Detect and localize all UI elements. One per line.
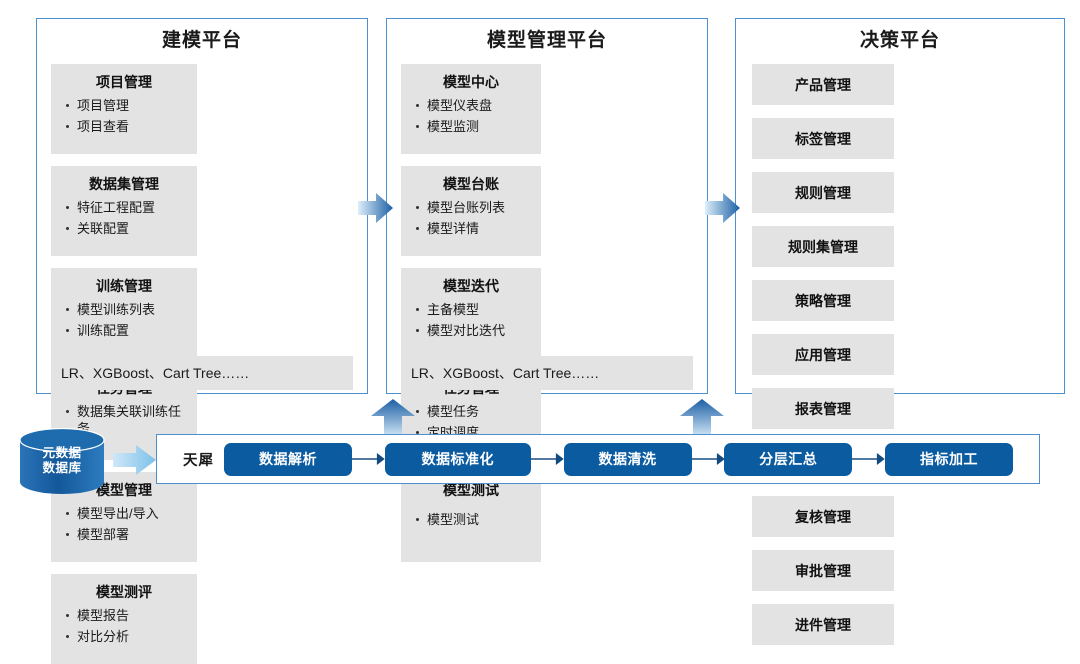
card-model-iteration[interactable]: 模型迭代 主备模型 模型对比迭代 bbox=[401, 268, 541, 358]
list-item[interactable]: 模型部署 bbox=[66, 526, 189, 543]
list-item[interactable]: 模型台账列表 bbox=[416, 199, 533, 216]
card-item-list: 模型报告 对比分析 bbox=[59, 607, 189, 645]
list-item[interactable]: 项目管理 bbox=[66, 97, 189, 114]
card-training-management[interactable]: 训练管理 模型训练列表 训练配置 bbox=[51, 268, 197, 358]
list-item[interactable]: 训练配置 bbox=[66, 322, 189, 339]
module-button-label-management[interactable]: 标签管理 bbox=[752, 118, 894, 159]
arrow-right-icon-connector bbox=[852, 453, 885, 465]
pipeline-connector bbox=[352, 443, 385, 476]
card-model-test[interactable]: 模型测试 模型测试 bbox=[401, 472, 541, 562]
card-title: 训练管理 bbox=[96, 278, 152, 294]
card-model-center[interactable]: 模型中心 模型仪表盘 模型监测 bbox=[401, 64, 541, 154]
list-item[interactable]: 模型报告 bbox=[66, 607, 189, 624]
card-title: 模型台账 bbox=[443, 176, 499, 192]
algorithm-bar: LR、XGBoost、Cart Tree…… bbox=[51, 356, 353, 390]
panel-model-management-platform: 模型管理平台 模型中心 模型仪表盘 模型监测 模型台账 模型台账列表 模型详情 … bbox=[386, 18, 708, 562]
module-button-product-management[interactable]: 产品管理 bbox=[752, 64, 894, 105]
list-item[interactable]: 模型测试 bbox=[416, 511, 533, 528]
module-button-rule-management[interactable]: 规则管理 bbox=[752, 172, 894, 213]
card-project-management[interactable]: 项目管理 项目管理 项目查看 bbox=[51, 64, 197, 154]
card-title: 模型中心 bbox=[443, 74, 499, 90]
module-button-ruleset-management[interactable]: 规则集管理 bbox=[752, 226, 894, 267]
card-item-list: 特征工程配置 关联配置 bbox=[59, 199, 189, 237]
list-item[interactable]: 主备模型 bbox=[416, 301, 533, 318]
list-item[interactable]: 特征工程配置 bbox=[66, 199, 189, 216]
arrow-right-icon-database-to-pipeline bbox=[113, 445, 156, 475]
module-button-application-management[interactable]: 应用管理 bbox=[752, 334, 894, 375]
panel-modeling-platform: 建模平台 项目管理 项目管理 项目查看 数据集管理 特征工程配置 关联配置 训练… bbox=[36, 18, 368, 664]
diagram-canvas: 建模平台 项目管理 项目管理 项目查看 数据集管理 特征工程配置 关联配置 训练… bbox=[16, 18, 1065, 664]
arrow-up-icon-pipeline-to-management bbox=[680, 399, 724, 439]
card-item-list: 项目管理 项目查看 bbox=[59, 97, 189, 135]
list-item[interactable]: 模型仪表盘 bbox=[416, 97, 533, 114]
panel-title: 模型管理平台 bbox=[486, 30, 607, 51]
pipeline-label: 天犀 bbox=[183, 452, 214, 469]
card-dataset-management[interactable]: 数据集管理 特征工程配置 关联配置 bbox=[51, 166, 197, 256]
pipeline-step-metric-processing[interactable]: 指标加工 bbox=[885, 442, 1013, 476]
module-button-strategy-management[interactable]: 策略管理 bbox=[752, 280, 894, 321]
panel-title: 建模平台 bbox=[161, 30, 242, 51]
module-button-review-management[interactable]: 复核管理 bbox=[752, 496, 894, 537]
list-item[interactable]: 模型导出/导入 bbox=[66, 505, 189, 522]
list-item[interactable]: 关联配置 bbox=[66, 220, 189, 237]
module-button-report-management[interactable]: 报表管理 bbox=[752, 388, 894, 429]
list-item[interactable]: 模型训练列表 bbox=[66, 301, 189, 318]
card-grid: 模型中心 模型仪表盘 模型监测 模型台账 模型台账列表 模型详情 模型迭代 主备… bbox=[387, 64, 707, 562]
list-item[interactable]: 模型对比迭代 bbox=[416, 322, 533, 339]
arrow-right-icon-modeling-to-management bbox=[358, 193, 393, 223]
arrow-up-icon-pipeline-to-modeling bbox=[371, 399, 415, 439]
panel-title: 决策平台 bbox=[859, 30, 940, 51]
card-item-list: 主备模型 模型对比迭代 bbox=[409, 301, 533, 339]
arrow-right-icon-connector bbox=[530, 453, 564, 465]
card-item-list: 模型台账列表 模型详情 bbox=[409, 199, 533, 237]
panel-decision-platform: 决策平台 产品管理 标签管理 规则管理 规则集管理 策略管理 应用管理 报表管理… bbox=[735, 18, 1065, 645]
card-item-list: 模型训练列表 训练配置 bbox=[59, 301, 189, 339]
list-item[interactable]: 模型任务 bbox=[416, 403, 533, 420]
card-title: 模型测试 bbox=[443, 482, 499, 498]
pipeline-connector bbox=[530, 443, 564, 476]
arrow-right-icon-connector bbox=[352, 453, 385, 465]
card-title: 数据集管理 bbox=[89, 176, 159, 192]
list-item[interactable]: 对比分析 bbox=[66, 628, 189, 645]
list-item[interactable]: 模型监测 bbox=[416, 118, 533, 135]
arrow-right-icon-connector bbox=[691, 453, 725, 465]
metadata-database[interactable]: 元数据 数据库 bbox=[16, 427, 108, 494]
card-title: 模型迭代 bbox=[443, 278, 499, 294]
card-title: 模型测评 bbox=[96, 584, 152, 600]
pipeline-step-data-cleaning[interactable]: 数据清洗 bbox=[563, 442, 692, 476]
card-title: 项目管理 bbox=[96, 74, 152, 90]
list-item[interactable]: 项目查看 bbox=[66, 118, 189, 135]
data-pipeline-bar: 天犀 数据解析 数据标准化 数据清洗 分层汇总 bbox=[156, 434, 1040, 484]
card-title: 模型管理 bbox=[96, 482, 152, 498]
pipeline-step-data-standardization[interactable]: 数据标准化 bbox=[384, 442, 531, 476]
module-button-grid: 产品管理 标签管理 规则管理 规则集管理 策略管理 应用管理 报表管理 监控管理… bbox=[736, 64, 1064, 645]
module-button-approval-management[interactable]: 审批管理 bbox=[752, 550, 894, 591]
algorithm-bar: LR、XGBoost、Cart Tree…… bbox=[401, 356, 693, 390]
pipeline-connector bbox=[691, 443, 725, 476]
arrow-right-icon-management-to-decision bbox=[705, 193, 740, 223]
database-cylinder-icon bbox=[19, 427, 105, 494]
card-model-evaluation[interactable]: 模型测评 模型报告 对比分析 bbox=[51, 574, 197, 664]
pipeline-step-data-parsing[interactable]: 数据解析 bbox=[224, 442, 352, 476]
pipeline-connector bbox=[852, 443, 885, 476]
card-item-list: 模型测试 bbox=[409, 511, 533, 528]
list-item[interactable]: 模型详情 bbox=[416, 220, 533, 237]
module-button-intake-management[interactable]: 进件管理 bbox=[752, 604, 894, 645]
pipeline-step-layered-aggregation[interactable]: 分层汇总 bbox=[724, 442, 853, 476]
card-item-list: 模型仪表盘 模型监测 bbox=[409, 97, 533, 135]
card-model-ledger[interactable]: 模型台账 模型台账列表 模型详情 bbox=[401, 166, 541, 256]
